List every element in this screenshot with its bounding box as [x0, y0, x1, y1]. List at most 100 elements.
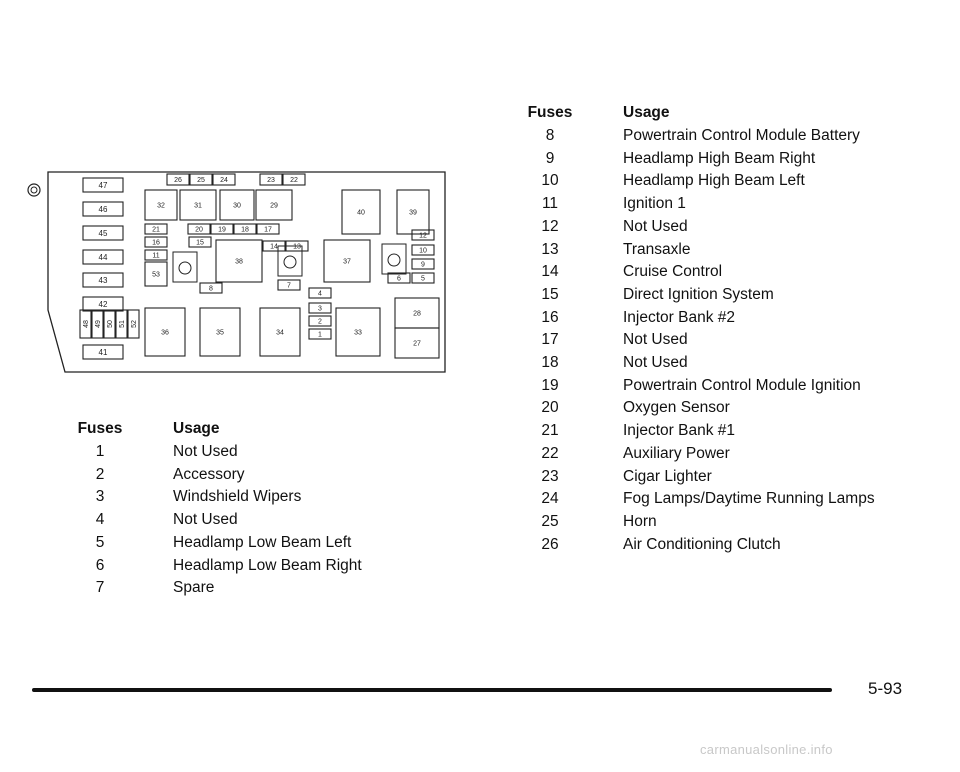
- relay-28-label: 28: [413, 310, 421, 317]
- fuse-usage: Not Used: [173, 443, 238, 460]
- fuses-header: Fuses: [77, 420, 123, 437]
- fuse-number: 4: [95, 511, 105, 529]
- fuse-number: 26: [541, 535, 559, 553]
- fuse-3-label: 3: [318, 305, 322, 312]
- fuse-48-label: 48: [83, 320, 90, 328]
- relay-38-label: 38: [235, 258, 243, 265]
- relay-37-label: 37: [343, 258, 351, 265]
- fuse-22-box: [282, 173, 306, 186]
- fuse-number: 17: [541, 331, 559, 349]
- fuse-number: 5: [95, 533, 105, 551]
- fuse-usage: Not Used: [173, 511, 238, 529]
- socket-icon-1: [283, 255, 297, 269]
- fuse-20-box: [187, 223, 211, 235]
- fuse-23-box: [259, 173, 283, 186]
- relay-44-label: 44: [99, 253, 108, 262]
- relay-31-label: 31: [194, 202, 202, 209]
- fuse-usage: Injector Bank #1: [623, 422, 736, 440]
- relay-47-label: 47: [99, 181, 108, 190]
- fuse-49-box: [91, 309, 104, 339]
- fuse-26-box: [166, 173, 190, 186]
- relay-27-label: 27: [413, 340, 421, 347]
- fuse-1-box: [308, 328, 332, 340]
- fuse-usage: Not Used: [623, 354, 688, 371]
- fuse-usage: Air Conditioning Clutch: [623, 535, 781, 553]
- fuse-number: 22: [541, 444, 559, 462]
- socket-box-2: [381, 243, 407, 275]
- relay-32-label: 32: [157, 202, 165, 209]
- fuse-usage: Cruise Control: [623, 263, 723, 281]
- fuse-7-box: [277, 279, 301, 291]
- fuse-52-label: 52: [131, 320, 138, 328]
- relay-46-label: 46: [99, 205, 108, 214]
- fuse-usage: Headlamp Low Beam Right: [173, 556, 362, 574]
- fuse-usage: Injector Bank #2: [623, 308, 736, 326]
- fuse-25-label: 25: [197, 177, 205, 184]
- relay-47-box: [82, 177, 124, 193]
- socket-icon-2: [387, 253, 401, 267]
- fuse-22-label: 22: [290, 177, 298, 184]
- fuse-12-box: [411, 229, 435, 241]
- fuse-usage: Not Used: [623, 217, 688, 235]
- relay-36-label: 36: [161, 329, 169, 336]
- relay-39-box: [396, 189, 430, 235]
- mounting-hole-icon: [27, 183, 41, 197]
- fuse-usage: Transaxle: [623, 240, 691, 258]
- fuse-51-box: [115, 309, 128, 339]
- fuse-usage: Spare: [173, 579, 215, 597]
- fuse-26-label: 26: [174, 177, 182, 184]
- fuse-number: 10: [541, 172, 559, 190]
- fuse-usage: Headlamp High Beam Right: [623, 149, 816, 167]
- relay-36-box: [144, 307, 186, 357]
- fuse-number: 18: [541, 354, 559, 371]
- fuse-25-box: [189, 173, 213, 186]
- relay-35-box: [199, 307, 241, 357]
- relay-40-box: [341, 189, 381, 235]
- fuse-number: 12: [541, 217, 559, 235]
- relay-31-box: [179, 189, 217, 221]
- relay-38-box: [215, 239, 263, 283]
- fuse-usage: Accessory: [173, 465, 245, 483]
- relay-37-box: [323, 239, 371, 283]
- fuse-1-label: 1: [318, 331, 322, 338]
- fuse-21-label: 21: [152, 226, 160, 233]
- relay-42-label: 42: [99, 300, 108, 309]
- fuse-usage: Auxiliary Power: [623, 444, 730, 462]
- socket-box-1: [277, 245, 303, 277]
- fuse-19-label: 19: [218, 226, 226, 233]
- fuse-number: 24: [541, 490, 559, 508]
- socket-icon-0: [178, 261, 192, 275]
- fuse-usage: Windshield Wipers: [173, 488, 302, 506]
- fuse-usage: Powertrain Control Module Ignition: [623, 376, 861, 394]
- fuse-17-label: 17: [264, 226, 272, 233]
- fuse-8-box: [199, 282, 223, 294]
- footer-rule: [32, 688, 832, 692]
- fuse-48-box: [79, 309, 92, 339]
- relay-29-box: [255, 189, 293, 221]
- fuse-8-label: 8: [209, 285, 213, 292]
- fuse-52-box: [127, 309, 140, 339]
- fuse-10-label: 10: [419, 247, 427, 254]
- fuse-usage: Horn: [623, 512, 657, 530]
- fuse-number: 15: [541, 285, 559, 303]
- relay-30-box: [219, 189, 255, 221]
- fuse-block-outline: [47, 171, 446, 373]
- fuse-number: 7: [95, 579, 105, 597]
- page-number: 5-93: [868, 679, 903, 698]
- relay-40-label: 40: [357, 209, 365, 216]
- relay-53-box: [144, 261, 168, 287]
- fuse-usage: Headlamp Low Beam Left: [173, 533, 352, 551]
- fuse-24-box: [212, 173, 236, 186]
- fuse-9-box: [411, 258, 435, 270]
- fuse-19-box: [210, 223, 234, 235]
- fuse-20-label: 20: [195, 226, 203, 233]
- fuse-18-label: 18: [241, 226, 249, 233]
